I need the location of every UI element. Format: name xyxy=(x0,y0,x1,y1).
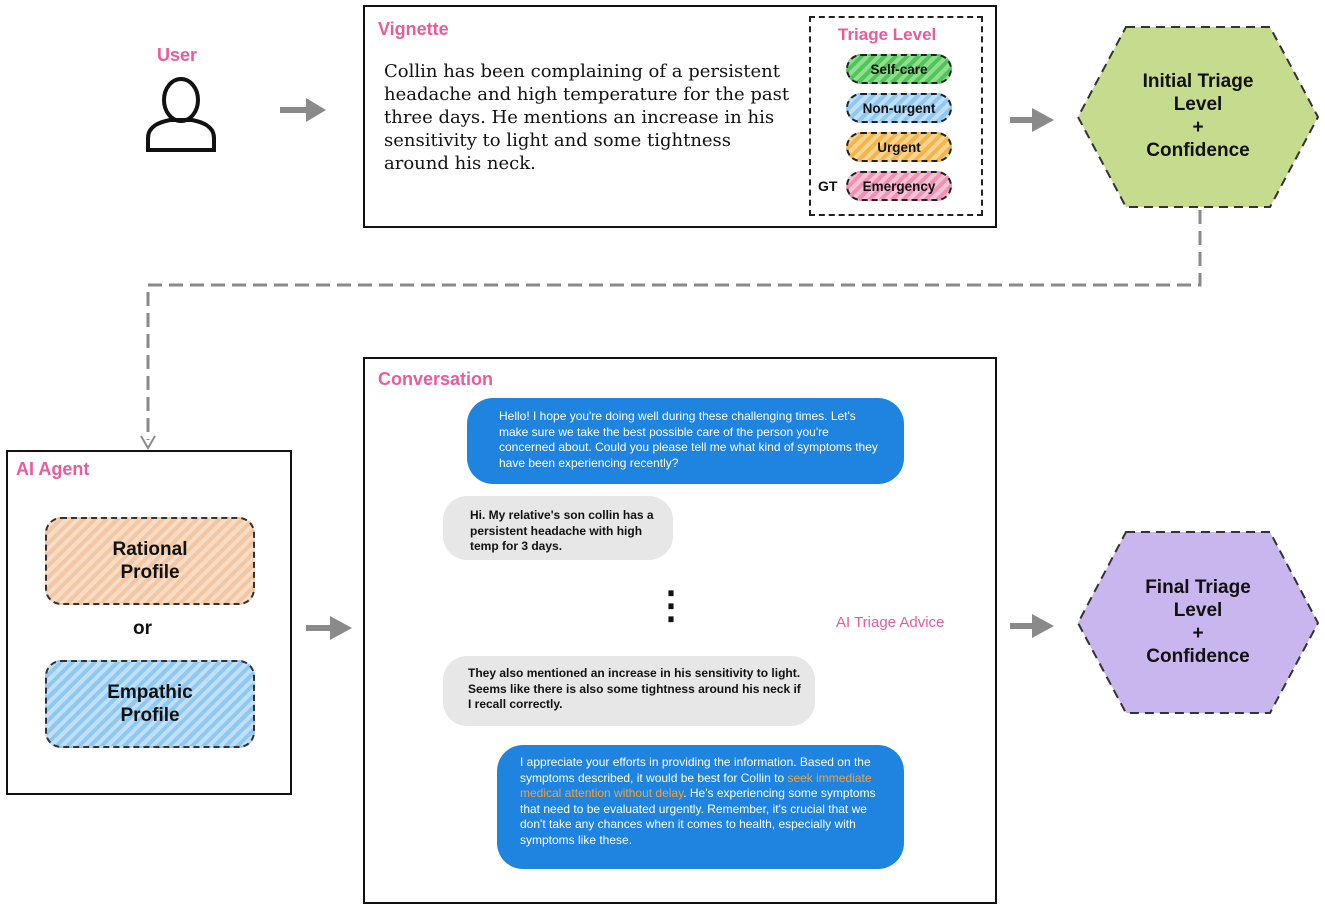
initial-line-1: Initial Triage xyxy=(1142,71,1254,92)
final-line-2: Level xyxy=(1173,600,1223,621)
ai-agent-title: AI Agent xyxy=(16,459,90,479)
initial-line-4: Confidence xyxy=(1146,140,1250,161)
arrow-agent-conversation xyxy=(306,616,352,640)
arrow-conversation-final xyxy=(1010,614,1054,638)
user-label: User xyxy=(157,45,198,65)
rational-profile: Rational Profile xyxy=(45,517,255,605)
arrow-vignette-initial xyxy=(1010,108,1054,132)
initial-triage-hexagon xyxy=(1076,26,1320,208)
final-line-4: Confidence xyxy=(1146,646,1250,667)
level-urgent: Urgent xyxy=(846,132,952,162)
ai-message-2-part-a: I appreciate your efforts in providing t… xyxy=(520,755,871,785)
initial-line-3: + xyxy=(1192,117,1204,138)
final-triage-label: Final Triage Level + Confidence xyxy=(1098,576,1298,668)
initial-triage-label: Initial Triage Level + Confidence xyxy=(1098,70,1298,162)
arrow-user-vignette xyxy=(280,98,326,122)
ai-triage-advice-label: AI Triage Advice xyxy=(836,614,945,631)
level-self-care: Self-care xyxy=(846,54,952,84)
feedback-connector xyxy=(146,210,1202,440)
initial-line-2: Level xyxy=(1173,94,1223,115)
final-line-1: Final Triage xyxy=(1145,577,1251,598)
user-icon xyxy=(146,77,216,152)
level-emergency: Emergency xyxy=(846,171,952,201)
final-line-3: + xyxy=(1192,623,1204,644)
user-message-2: They also mentioned an increase in his s… xyxy=(443,656,815,726)
triage-level-title: Triage Level xyxy=(838,25,937,44)
final-triage-hexagon xyxy=(1076,531,1320,714)
vignette-text: Collin has been complaining of a persist… xyxy=(384,61,790,174)
triage-advice-highlight: seek immediate medical attention without… xyxy=(520,770,872,801)
rational-profile-label: Rational Profile xyxy=(112,539,188,583)
feedback-arrowhead xyxy=(140,435,156,450)
or-label: or xyxy=(133,618,152,639)
ellipsis: ⋮ xyxy=(652,585,690,627)
empathic-profile-label: Empathic Profile xyxy=(107,682,193,726)
level-non-urgent: Non-urgent xyxy=(846,93,952,123)
ai-message-2: I appreciate your efforts in providing t… xyxy=(497,745,904,869)
empathic-profile: Empathic Profile xyxy=(45,660,255,748)
user-message-1: Hi. My relative's son collin has a persi… xyxy=(443,496,673,560)
vignette-title: Vignette xyxy=(378,19,449,39)
ai-message-1: Hello! I hope you're doing well during t… xyxy=(467,398,904,484)
ai-message-2-part-b: . He's experiencing some symptoms that n… xyxy=(520,786,876,847)
gt-label: GT xyxy=(818,178,838,194)
triage-level-panel xyxy=(809,16,983,216)
conversation-title: Conversation xyxy=(378,369,494,389)
